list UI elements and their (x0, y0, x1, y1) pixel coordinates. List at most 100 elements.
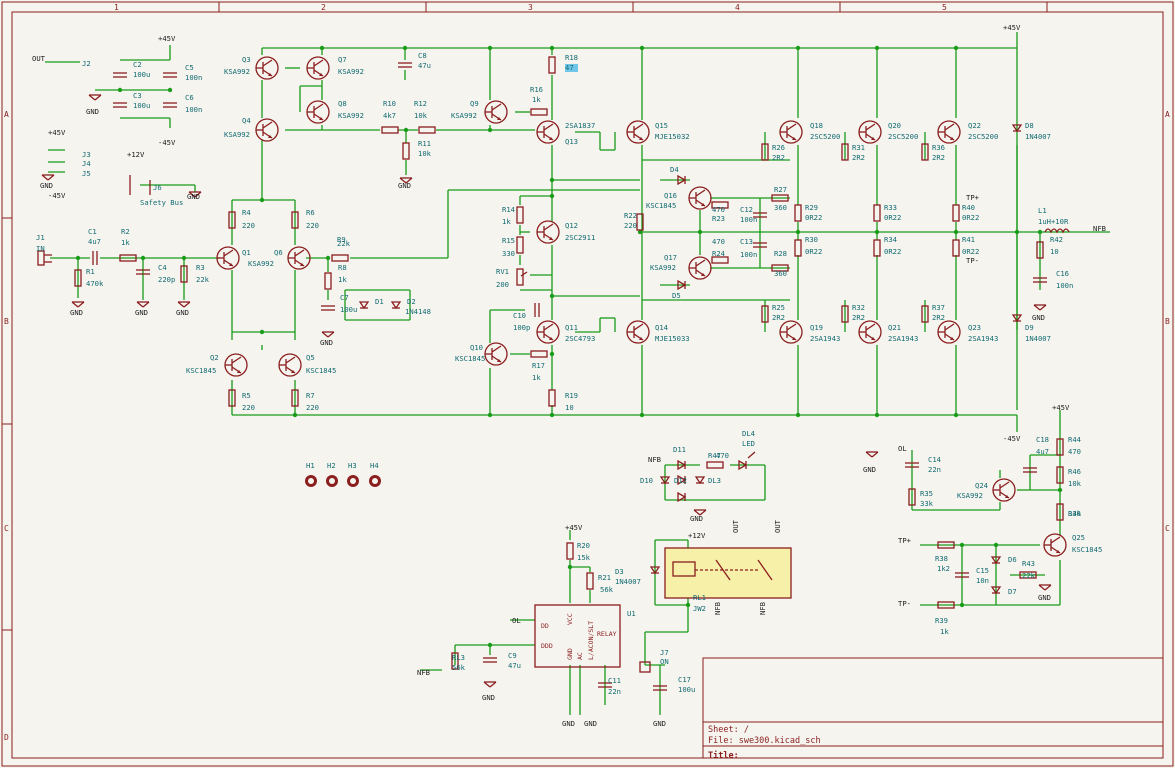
title-block (702, 657, 1164, 759)
rail-pos45-relay: +45V (565, 523, 583, 532)
c17-ref-label: C17 (678, 675, 691, 684)
row-c: C (4, 524, 9, 533)
d11-ref-label: D11 (673, 445, 686, 454)
gnd-label-c7: GND (320, 338, 333, 347)
c16-ref-label: C16 (1056, 269, 1069, 278)
q19-ref-label: Q19 (810, 323, 823, 332)
q15-value-label: MJE15032 (655, 132, 690, 141)
j6-name: Safety Bus (140, 198, 183, 207)
nfb-net-rl1-b: NFB (758, 602, 767, 615)
u1-pin-ddd: DDD (541, 642, 553, 650)
q13-value-label: 2SA1837 (565, 121, 595, 130)
c9-ref-label: C9 (508, 651, 517, 660)
r21-ref-label: R21 (598, 573, 611, 582)
d10-ref-label: D10 (640, 476, 653, 485)
r20-ref-label: R20 (577, 541, 590, 550)
gnd-label-c16: GND (1032, 313, 1045, 322)
r18-ref-label: R18 (565, 53, 578, 62)
q7-ref-label: Q7 (338, 55, 347, 64)
q16-value-label: KSC1845 (646, 201, 676, 210)
rail-neg45-c3: -45V (158, 138, 176, 147)
r35-ref-label: R35 (920, 489, 933, 498)
junctions (75, 45, 1063, 648)
r6-ref-label: R6 (306, 208, 315, 217)
r30-ref-label: R30 (805, 235, 818, 244)
c16-value-label: 100n (1056, 281, 1073, 290)
nfb-net-rl1-a: NFB (713, 602, 722, 615)
gnd-label-caps: GND (86, 107, 99, 116)
c10-value-label: 100p (513, 323, 530, 332)
d3-ref-label: D3 (615, 567, 624, 576)
row-b-right: B (1165, 317, 1170, 326)
r2-value-label: 1k (121, 238, 130, 247)
q2-value-label: KSC1845 (186, 366, 216, 375)
q19-value-label: 2SA1943 (810, 334, 840, 343)
q1-ref-label: Q1 (242, 248, 251, 257)
c5-ref-label: C5 (185, 63, 194, 72)
ol-net: OL (898, 444, 907, 453)
r24-value-label: 470 (712, 237, 725, 246)
c2-value-label: 100u (133, 70, 150, 79)
nfb-net-dl: NFB (648, 455, 661, 464)
component-symbols (37, 56, 1070, 691)
h4-ref-label: H4 (370, 461, 379, 470)
r32-ref-label: R32 (852, 303, 865, 312)
l1-ref-label: L1 (1038, 206, 1047, 215)
r41-ref-label: R41 (962, 235, 975, 244)
j7-name: ON (660, 657, 669, 666)
q8-value-label: KSA992 (338, 111, 364, 120)
r39-ref-label: R39 (935, 616, 948, 625)
q3-ref-label: Q3 (242, 55, 251, 64)
rail-pos12-relay: +12V (688, 531, 706, 540)
r31-ref-label: R31 (852, 143, 865, 152)
c12-ref-label: C12 (740, 205, 753, 214)
q17-value-label: KSA992 (650, 263, 676, 272)
rail-pos45-top: +45V (1003, 23, 1021, 32)
q22-ref-label: Q22 (968, 121, 981, 130)
r22-ref-label: R22 (624, 211, 637, 220)
r12-value-label: 10k (414, 111, 428, 120)
r44-ref-label: R44 (1068, 435, 1081, 444)
q23-ref-label: Q23 (968, 323, 981, 332)
q18-ref-label: Q18 (810, 121, 823, 130)
d13-ref-label: DL3 (708, 476, 721, 485)
r17-value-label: 1k (532, 373, 541, 382)
out-net-label: OUT (32, 54, 46, 63)
rail-pos45-j3: +45V (48, 128, 66, 137)
r23-ref-label: R23 (712, 214, 725, 223)
l1-value-label: 1uH+10R (1038, 217, 1069, 226)
q14-ref-label: Q14 (655, 323, 668, 332)
r5-value-label: 220 (242, 403, 255, 412)
q4-ref-label: Q4 (242, 116, 251, 125)
out-net-rl1-b: OUT (773, 519, 782, 533)
c8-value-label: 47u (418, 61, 431, 70)
c6-value-label: 100n (185, 105, 202, 114)
r1-value-label: 470k (86, 279, 104, 288)
c4-ref-label: C4 (158, 263, 167, 272)
column-5: 5 (942, 3, 947, 12)
j2-ref: J2 (82, 59, 91, 68)
q23-value-label: 2SA1943 (968, 334, 998, 343)
q20-value-label: 2SC5200 (888, 132, 918, 141)
r27-ref-label: R27 (774, 185, 787, 194)
r33-ref-label: R33 (884, 203, 897, 212)
wires (45, 32, 1110, 715)
row-c-right: C (1165, 524, 1170, 533)
rail-neg45-bottom: -45V (1003, 434, 1021, 443)
j1-name: IN (36, 244, 45, 253)
r24-ref-label: R24 (712, 249, 725, 258)
rl3-value-label: 56k (452, 663, 466, 672)
d9-ref-label: D9 (1025, 323, 1034, 332)
r1-ref-label: R1 (86, 267, 95, 276)
r28-value-label: 360 (774, 269, 787, 278)
c14-value-label: 22n (928, 465, 941, 474)
q12-ref-label: Q12 (565, 221, 578, 230)
q1-value-label: KSA992 (248, 259, 274, 268)
r31-value-label: 2R2 (852, 153, 865, 162)
r17-ref-label: R17 (532, 361, 545, 370)
r32-value-label: 2R2 (852, 313, 865, 322)
r2-ref-label: R2 (121, 227, 130, 236)
rail-neg45-j5: -45V (48, 191, 66, 200)
r36-ref-label: R36 (932, 143, 945, 152)
